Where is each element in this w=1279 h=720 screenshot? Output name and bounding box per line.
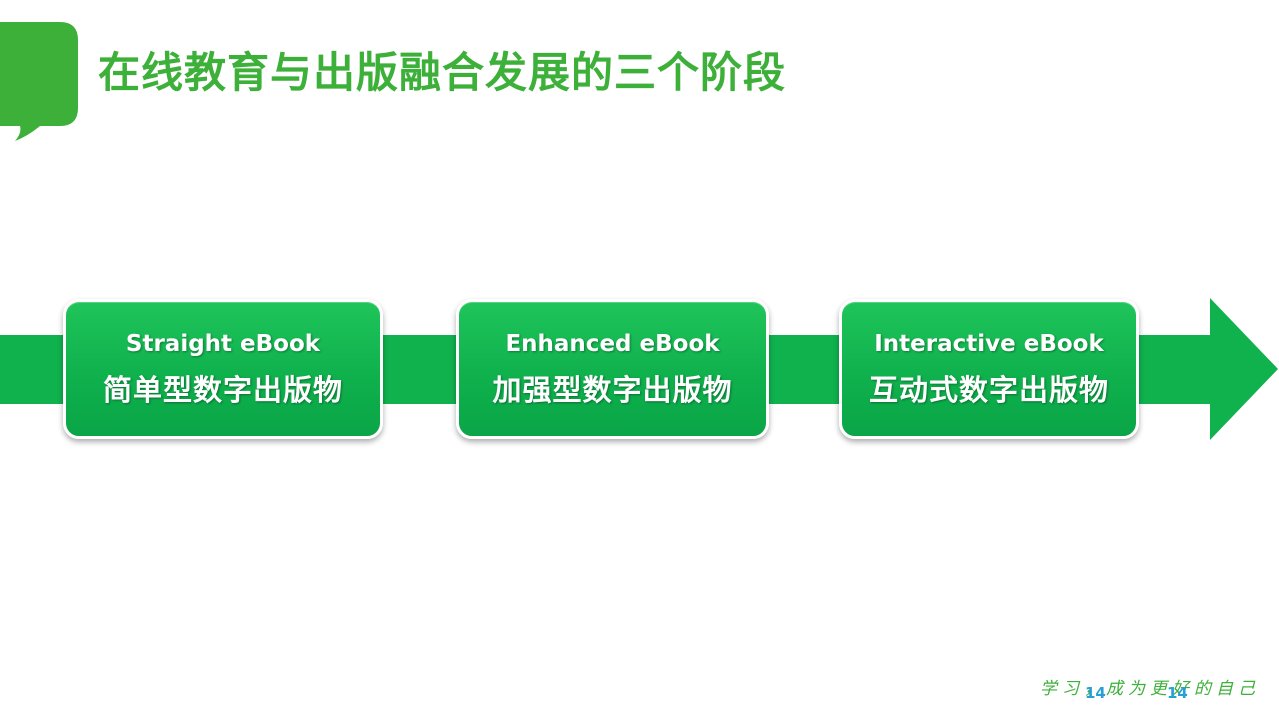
stage-en-label: Interactive eBook	[874, 331, 1104, 358]
page-title: 在线教育与出版融合发展的三个阶段	[98, 48, 787, 97]
stage-card-straight: Straight eBook 简单型数字出版物	[63, 299, 383, 439]
stage-en-label: Straight eBook	[125, 331, 321, 358]
stage-card-enhanced: Enhanced eBook 加强型数字出版物	[456, 299, 769, 439]
page-number-duplicate: 14	[1167, 684, 1188, 702]
page-number: 14	[1085, 684, 1106, 702]
stage-zh-label: 加强型数字出版物	[492, 372, 733, 407]
speech-bubble-decoration	[0, 22, 78, 141]
stage-zh-label: 互动式数字出版物	[868, 372, 1109, 407]
footer-slogan: 学习，成为更好的自己	[1040, 679, 1260, 699]
stage-en-label: Enhanced eBook	[505, 331, 720, 358]
stage-card-interactive: Interactive eBook 互动式数字出版物	[839, 299, 1139, 439]
stage-zh-label: 简单型数字出版物	[102, 372, 343, 407]
